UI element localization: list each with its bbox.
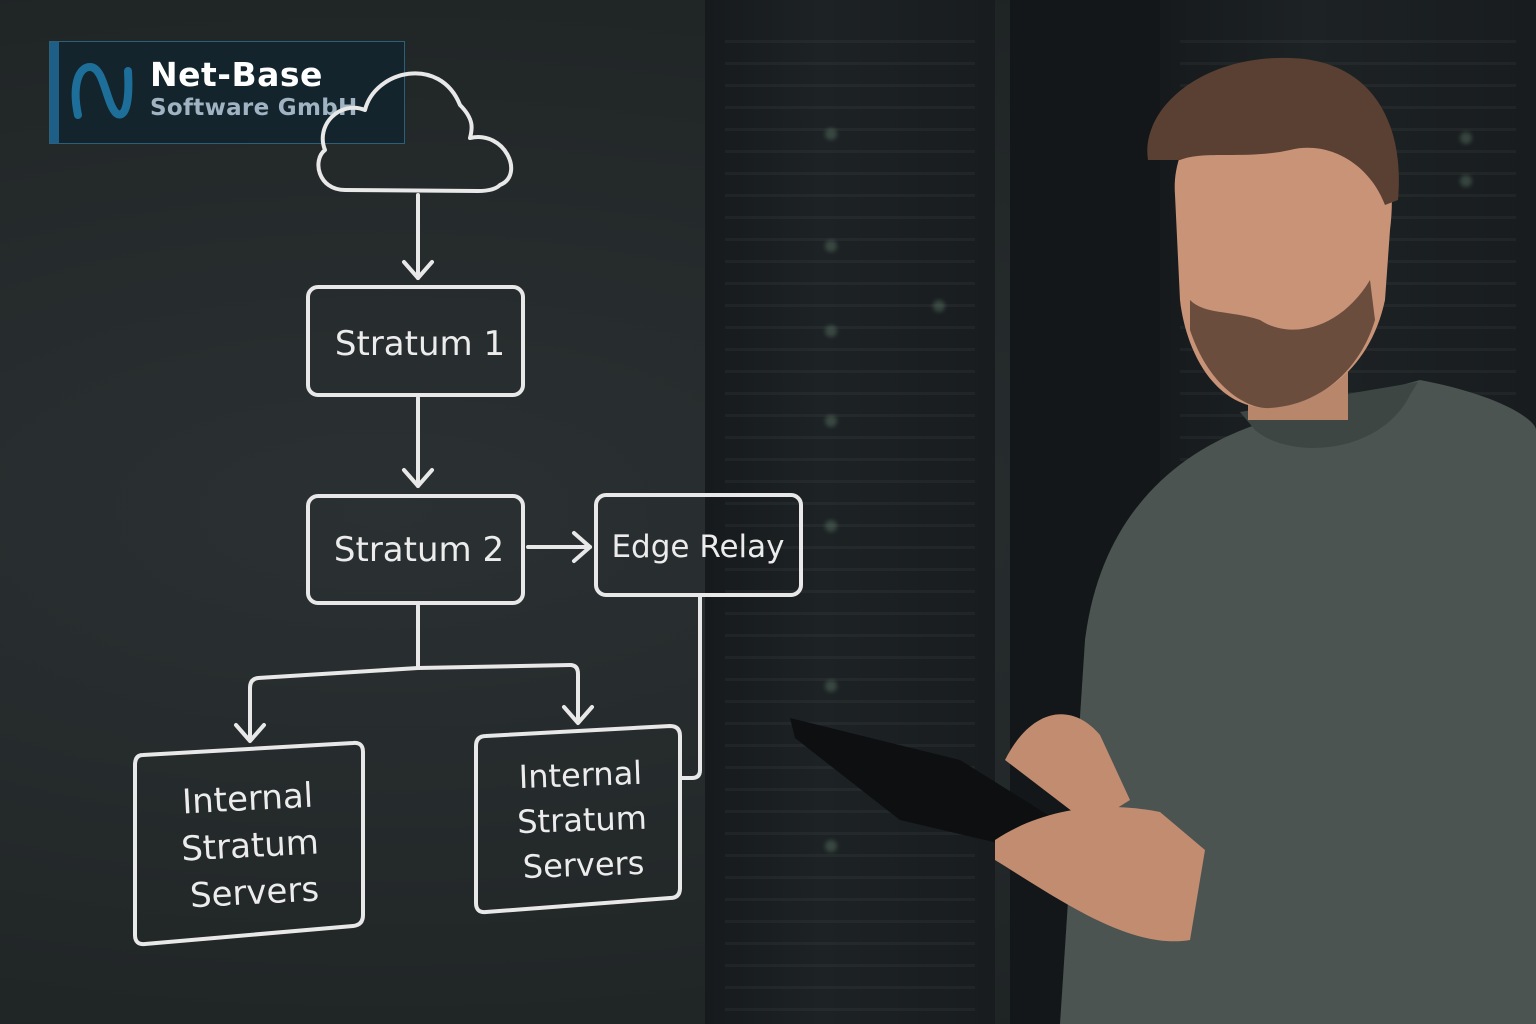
status-led — [825, 128, 837, 140]
internal-left-line-1: Internal — [181, 776, 314, 823]
stratum2-label: Stratum 2 — [334, 530, 504, 570]
arrowhead — [562, 705, 594, 725]
rack-slots — [725, 40, 975, 1024]
node-edge-relay — [594, 493, 803, 597]
status-led — [1460, 132, 1472, 144]
arrowhead — [402, 468, 434, 488]
internal-right-line-2: Stratum — [517, 799, 648, 842]
status-led — [1460, 175, 1472, 187]
node-stratum2 — [306, 494, 525, 605]
net-base-logo-icon — [71, 62, 133, 119]
arrowhead — [234, 723, 266, 743]
logo-accent-bar — [50, 42, 59, 143]
status-led — [825, 240, 837, 252]
arrowhead — [402, 260, 434, 280]
internal-right-line-1: Internal — [518, 754, 643, 796]
edge-to-internal-left — [248, 666, 420, 742]
edge-to-internal-right — [416, 663, 580, 724]
status-led — [825, 520, 837, 532]
server-rack — [705, 0, 995, 1024]
status-led — [825, 840, 837, 852]
internal-left-line-2: Stratum — [180, 822, 320, 869]
node-internal-left — [133, 740, 365, 947]
logo-subtitle: Software GmbH — [150, 95, 358, 121]
stratum1-label: Stratum 1 — [335, 324, 505, 364]
internal-right-line-3: Servers — [522, 844, 645, 886]
edge-relay-label: Edge Relay — [611, 529, 784, 565]
status-led — [825, 415, 837, 427]
edge-edge-relay-to-internal-right — [680, 595, 702, 780]
status-led — [933, 300, 945, 312]
logo-title: Net-Base — [150, 55, 323, 94]
node-stratum1 — [306, 285, 525, 397]
cloud-icon — [316, 71, 514, 193]
node-internal-right — [474, 724, 682, 915]
internal-left-line-3: Servers — [189, 869, 320, 916]
status-led — [825, 325, 837, 337]
status-led — [825, 680, 837, 692]
arrowhead — [572, 531, 592, 563]
